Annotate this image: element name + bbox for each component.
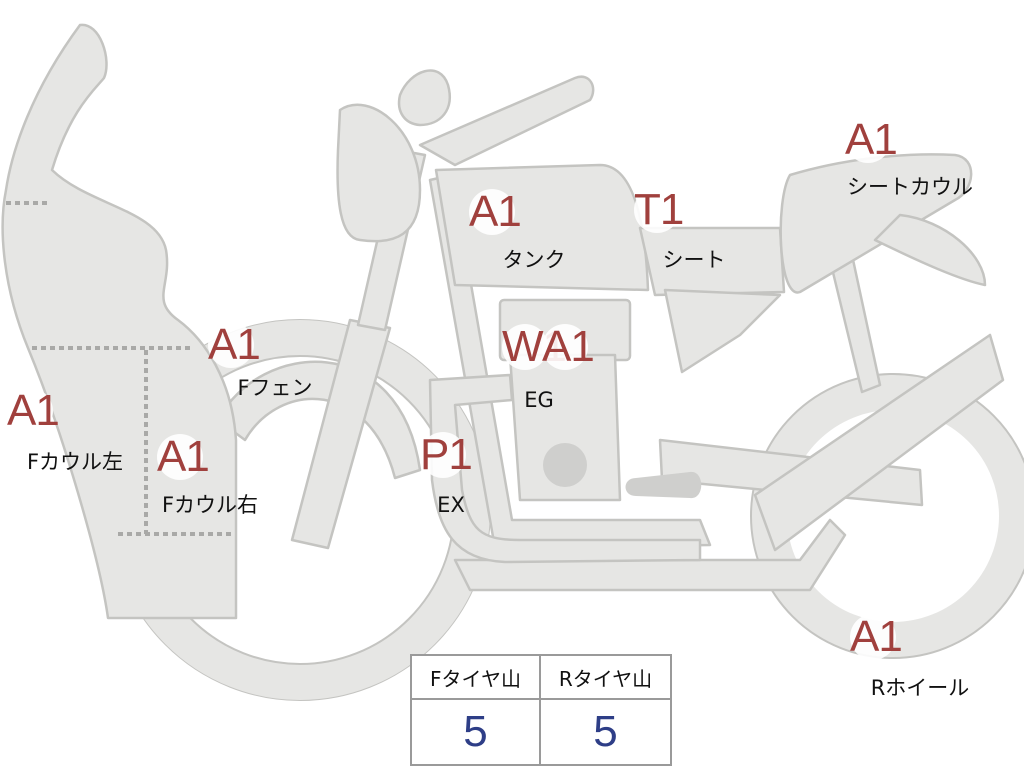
badge-code: P1 bbox=[420, 430, 473, 479]
label-seat: シート bbox=[662, 248, 726, 272]
badge-code: A1 bbox=[469, 187, 522, 236]
badge-seat: T1 bbox=[634, 185, 684, 234]
frame-lower-rail bbox=[453, 518, 847, 592]
badge-front-cowl-left: A1 bbox=[7, 386, 60, 435]
badge-exhaust: P1 bbox=[420, 430, 473, 479]
front-cowl-seam bbox=[6, 201, 234, 536]
badge-front-fender: A1 bbox=[208, 320, 261, 369]
tire-tread-table: Fタイヤ山 Rタイヤ山 5 5 bbox=[410, 654, 672, 766]
badge-code: A1 bbox=[157, 432, 210, 481]
badge-front-cowl-right: A1 bbox=[157, 432, 210, 481]
rear-tread-value: 5 bbox=[593, 707, 618, 756]
rear-shock bbox=[753, 333, 1005, 552]
rear-tread-header: Rタイヤ山 bbox=[541, 656, 670, 700]
badge-code: T1 bbox=[634, 185, 684, 234]
engine-foot-peg bbox=[625, 471, 702, 499]
handlebar bbox=[418, 75, 595, 167]
label-rear-wheel: Rホイール bbox=[870, 676, 970, 700]
badge-code: A1 bbox=[845, 115, 898, 164]
badge-rear-wheel: A1 bbox=[850, 612, 903, 661]
badge-code: A1 bbox=[850, 612, 903, 661]
label-front-fender: Fフェン bbox=[237, 376, 313, 400]
label-engine: EG bbox=[524, 388, 554, 412]
badge-code: A1 bbox=[7, 386, 60, 435]
label-exhaust: EX bbox=[437, 493, 465, 517]
front-tread-header: Fタイヤ山 bbox=[412, 656, 541, 700]
engine-cover bbox=[543, 443, 587, 487]
label-seat-cowl: シートカウル bbox=[847, 175, 973, 199]
badge-engine: W1A1 bbox=[502, 322, 595, 371]
side-cover bbox=[663, 288, 782, 374]
label-tank: タンク bbox=[502, 248, 566, 272]
front-tread-value: 5 bbox=[412, 700, 541, 764]
exhaust-pipe bbox=[428, 373, 702, 564]
headlight bbox=[336, 103, 422, 243]
label-front-cowl-right: Fカウル右 bbox=[161, 493, 259, 517]
badge-tank: A1 bbox=[469, 187, 522, 236]
badge-code: A1 bbox=[542, 322, 595, 371]
badge-seat-cowl: A1 bbox=[845, 115, 898, 164]
badge-code: A1 bbox=[208, 320, 261, 369]
label-front-cowl-left: Fカウル左 bbox=[26, 450, 124, 474]
handlebar-mirror bbox=[397, 69, 451, 127]
rear-frame-strut bbox=[828, 253, 882, 394]
rear-fender bbox=[873, 213, 987, 287]
front-cowl-left bbox=[1, 23, 238, 620]
seat bbox=[638, 226, 786, 297]
